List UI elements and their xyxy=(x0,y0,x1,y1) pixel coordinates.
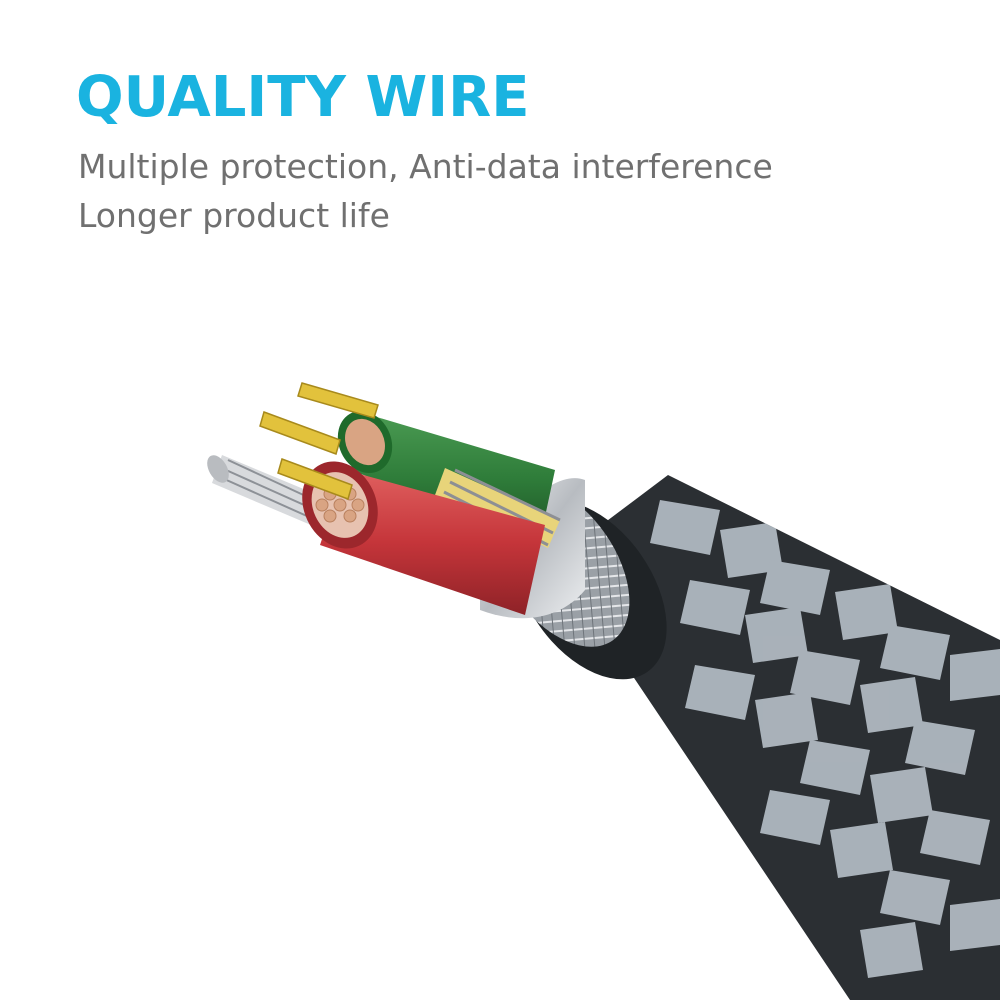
banner-title: QUALITY WIRE xyxy=(76,65,530,130)
banner-subtitle-line-2: Longer product life xyxy=(78,196,390,235)
braided-jacket xyxy=(555,475,1000,1000)
gold-pins xyxy=(259,382,379,500)
drain-wire xyxy=(207,455,330,528)
banner-subtitle-line-1: Multiple protection, Anti-data interfere… xyxy=(78,147,773,186)
